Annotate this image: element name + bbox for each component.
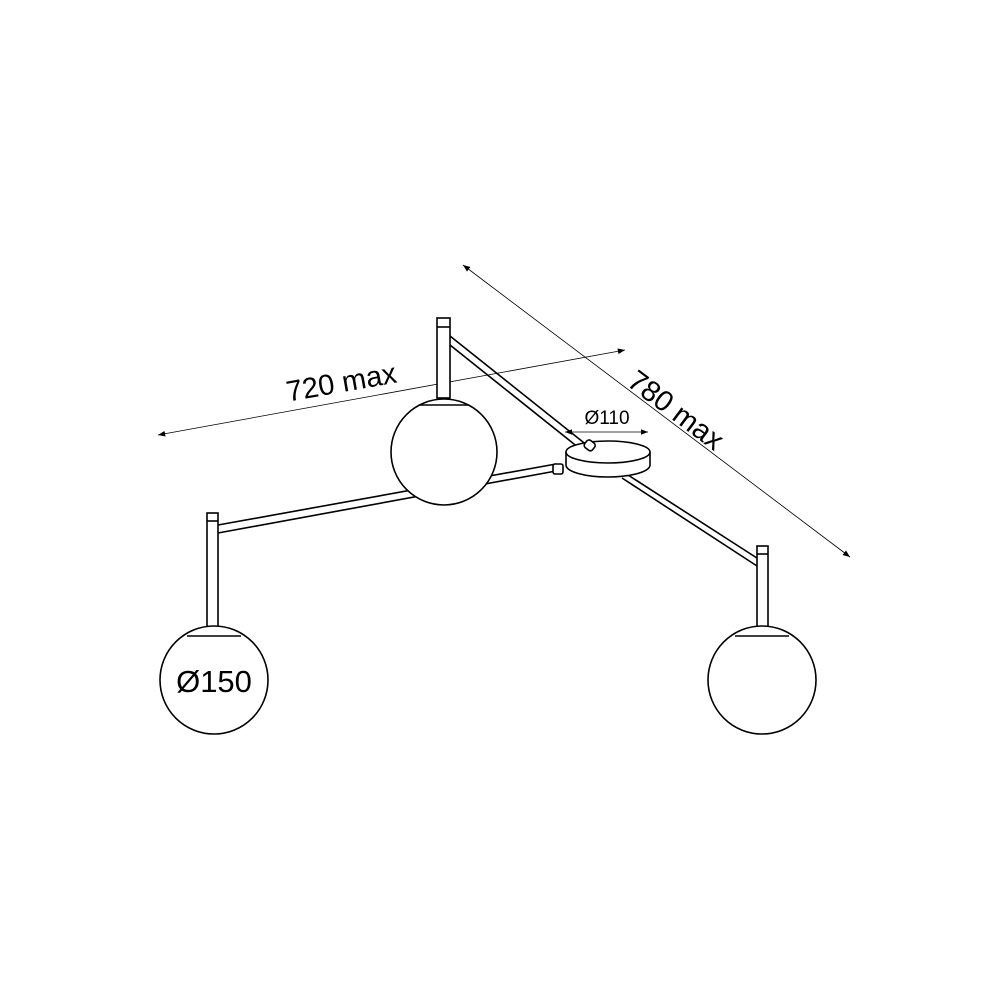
arm-right [621,474,761,567]
width-dimension-label: 720 max [284,358,400,409]
lamp-middle [390,317,498,506]
lamp-right [707,545,817,735]
arm-back [449,335,589,453]
ceiling-canopy [552,439,651,478]
arm-left [217,463,557,534]
depth-dimension-line [462,264,851,558]
lamp-left [159,512,269,735]
canopy-diameter-label: Ø110 [584,408,629,429]
globe-diameter-label: Ø150 [176,664,252,699]
